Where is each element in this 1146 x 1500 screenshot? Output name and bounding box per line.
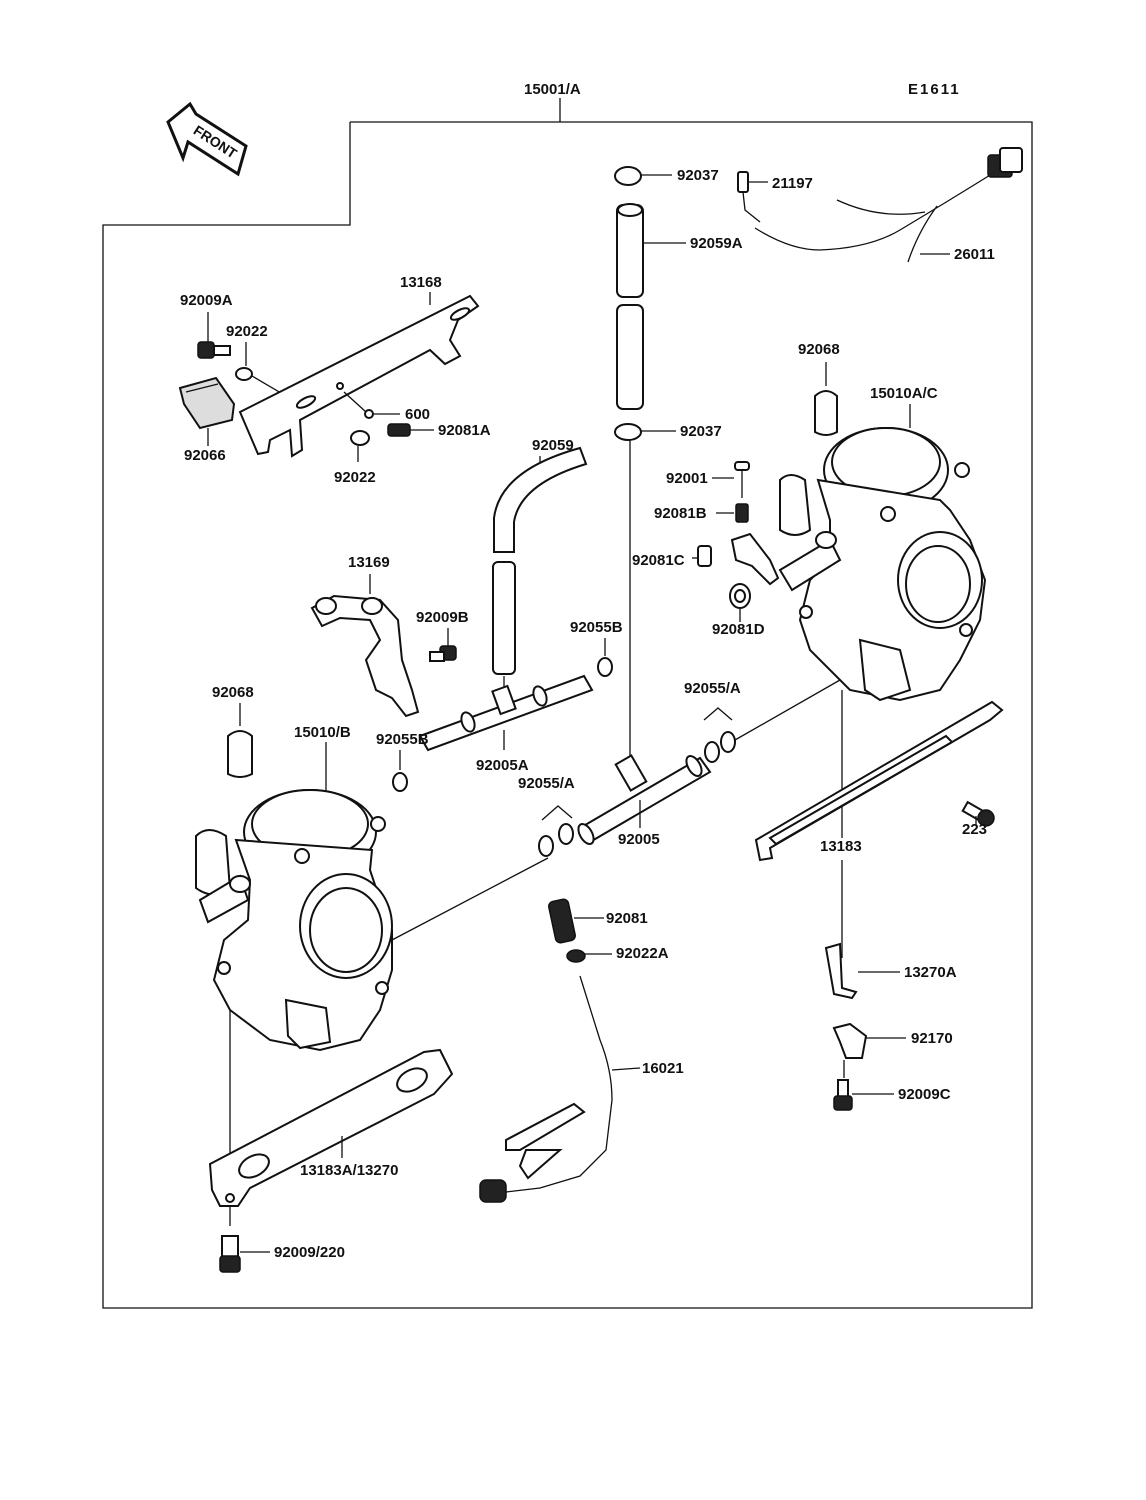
- front-arrow-icon: FRONT: [166, 101, 248, 177]
- label-92055a-mid: 92055/A: [518, 775, 575, 792]
- label-92037-mid: 92037: [680, 423, 722, 440]
- part-92037-clamp-mid: [614, 423, 676, 760]
- part-92081b-spring: [716, 503, 749, 523]
- label-92005: 92005: [618, 831, 660, 848]
- part-92009b-bolt: [429, 628, 457, 662]
- part-92081-spring: [548, 898, 604, 944]
- part-92005a-tube: [418, 674, 594, 752]
- label-92022-top: 92022: [226, 323, 268, 340]
- part-26011-harness: [754, 147, 1023, 263]
- part-13270a-clip: [824, 942, 900, 1000]
- label-92081: 92081: [606, 910, 648, 927]
- part-92009a-bolt: [197, 312, 231, 359]
- part-92005-tube: [577, 754, 712, 845]
- part-92170-clamp: [832, 1022, 906, 1078]
- label-92055b-top: 92055B: [570, 619, 623, 636]
- label-92081a: 92081A: [438, 422, 491, 439]
- diagram-reference-code: E1611: [908, 81, 961, 98]
- part-92081d-spring: [729, 583, 751, 622]
- label-600: 600: [405, 406, 430, 423]
- label-26011: 26011: [954, 246, 995, 263]
- label-92055a-right: 92055/A: [684, 680, 741, 697]
- label-13169: 13169: [348, 554, 390, 571]
- label-92081d: 92081D: [712, 621, 765, 638]
- part-15010a-c-carburetor: [778, 404, 987, 702]
- label-92022-bottom: 92022: [334, 469, 376, 486]
- part-223-bolt: [961, 800, 995, 827]
- part-92081c-spring: [692, 545, 712, 567]
- part-92055a-orings-right: [703, 707, 736, 763]
- part-92081a-spring: [387, 423, 434, 437]
- part-92037-clamp-top: [614, 166, 672, 186]
- part-92059a-hose: [616, 203, 686, 410]
- label-15010-b: 15010/B: [294, 724, 351, 741]
- label-13183: 13183: [820, 838, 862, 855]
- label-92081b: 92081B: [654, 505, 707, 522]
- part-13169-bracket: [310, 574, 420, 718]
- part-600-rivet: [343, 391, 400, 419]
- label-92059: 92059: [532, 437, 574, 454]
- part-13183a-13270-bracket: [208, 1048, 454, 1207]
- part-92009c-bolt: [833, 1079, 894, 1111]
- part-13168-bracket: [238, 292, 480, 458]
- label-92066: 92066: [184, 447, 226, 464]
- label-92068-left: 92068: [212, 684, 254, 701]
- label-21197: 21197: [772, 175, 813, 192]
- label-92001: 92001: [666, 470, 708, 487]
- part-92001-screw: [712, 461, 750, 498]
- label-92009a: 92009A: [180, 292, 233, 309]
- part-21197-sensor: [737, 171, 768, 223]
- part-92059-hose: [492, 446, 588, 700]
- part-92022a-washer: [566, 949, 612, 963]
- part-92068-cap-right: [814, 362, 838, 436]
- label-15001-a: 15001/A: [524, 81, 581, 98]
- connector-line-right: [734, 679, 841, 741]
- label-13168: 13168: [400, 274, 442, 291]
- part-92066-grommet: [178, 376, 236, 446]
- part-92068-cap-left: [227, 703, 253, 778]
- label-13183a-13270: 13183A/13270: [300, 1162, 398, 1179]
- label-92009-220: 92009/220: [274, 1244, 345, 1261]
- label-92055b-left: 92055B: [376, 731, 429, 748]
- label-92022a: 92022A: [616, 945, 669, 962]
- assembly-outline: [102, 98, 1033, 1309]
- label-92009c: 92009C: [898, 1086, 951, 1103]
- label-15010a-c: 15010A/C: [870, 385, 938, 402]
- part-92022-washer-bottom: [350, 430, 370, 462]
- part-92009-220-bolt: [219, 1235, 270, 1273]
- part-92055b-oring-left: [392, 750, 408, 792]
- label-16021: 16021: [642, 1060, 684, 1077]
- label-92068-right: 92068: [798, 341, 840, 358]
- label-92005a: 92005A: [476, 757, 529, 774]
- label-92037-top: 92037: [677, 167, 719, 184]
- part-16021-cable: [479, 975, 641, 1203]
- label-92081c: 92081C: [632, 552, 685, 569]
- label-92170: 92170: [911, 1030, 953, 1047]
- part-92055a-orings-mid: [538, 805, 574, 857]
- label-92059a: 92059A: [690, 235, 743, 252]
- label-13270a: 13270A: [904, 964, 957, 981]
- part-13183-rail: [754, 700, 1004, 862]
- connector-line-left: [391, 857, 549, 941]
- part-15010-b-carburetor: [195, 742, 393, 1052]
- label-223: 223: [962, 821, 987, 838]
- label-92009b: 92009B: [416, 609, 469, 626]
- part-bracket-plate: [730, 532, 780, 586]
- part-92055b-oring-top: [597, 638, 613, 677]
